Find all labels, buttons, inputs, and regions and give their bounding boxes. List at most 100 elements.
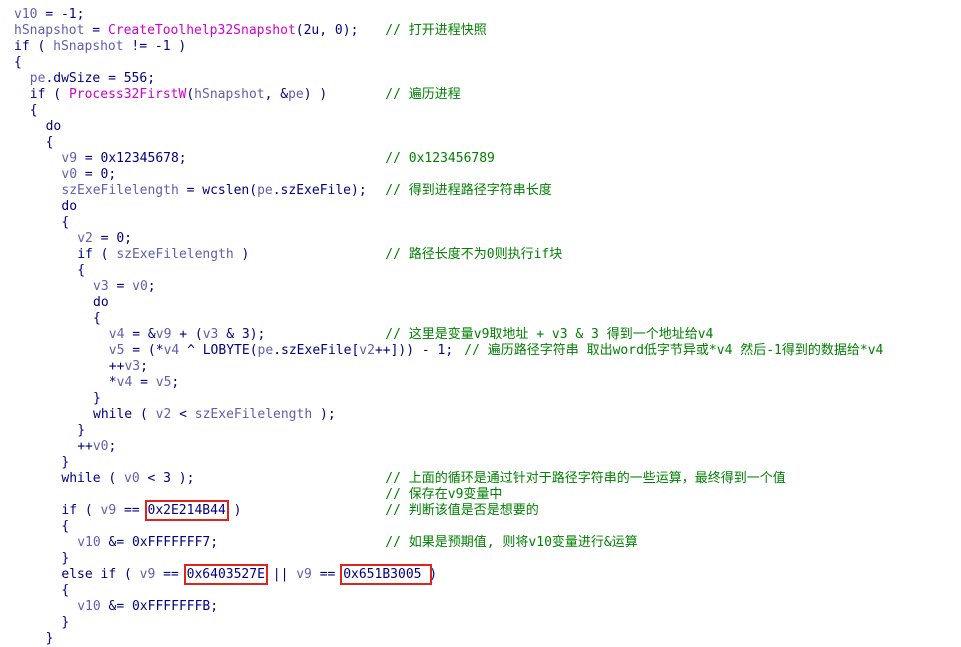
code-line[interactable]: else if ( v9 == 0x6403527E || v9 == 0x65… — [0, 564, 961, 585]
code-text: } — [93, 391, 101, 407]
code-token: ) ) — [303, 87, 328, 102]
variable-name: v9 — [296, 567, 312, 582]
code-line[interactable]: } — [0, 423, 961, 439]
code-token: < — [171, 407, 195, 422]
code-comment: // 上面的循环是通过针对于路径字符串的一些运算，最终得到一个值 — [385, 471, 786, 486]
code-token: = 0; — [77, 167, 117, 182]
code-token: { — [77, 263, 86, 278]
code-token: (2u, 0); — [295, 23, 359, 38]
code-token: &= 0xFFFFFFFB; — [100, 599, 219, 614]
code-line[interactable]: szExeFilelength = wcslen(pe.szExeFile);/… — [0, 183, 961, 199]
code-text: v10 &= 0xFFFFFFF7; — [77, 535, 218, 551]
code-token: = 0x12345678; — [77, 151, 187, 166]
code-line[interactable]: { — [0, 103, 961, 119]
code-line[interactable]: while ( v2 < szExeFilelength ); — [0, 407, 961, 423]
code-text: v10 &= 0xFFFFFFFB; — [77, 599, 218, 615]
variable-name: szExeFilelength — [116, 247, 234, 262]
code-line[interactable]: { — [0, 263, 961, 279]
code-line[interactable]: v10 &= 0xFFFFFFFB; — [0, 599, 961, 615]
code-text: do — [93, 295, 109, 311]
code-line[interactable]: // 保存在v9变量中 — [0, 487, 961, 503]
code-line[interactable]: { — [0, 55, 961, 71]
code-line[interactable]: v4 = &v9 + (v3 & 3);// 这里是变量v9取地址 + v3 &… — [0, 327, 961, 343]
code-line[interactable]: if ( hSnapshot != -1 ) — [0, 39, 961, 55]
code-line[interactable]: } — [0, 455, 961, 471]
code-token: ( — [186, 87, 195, 102]
code-line[interactable]: do — [0, 295, 961, 311]
code-line[interactable]: v0 = 0; — [0, 167, 961, 183]
code-token: { — [45, 135, 54, 150]
code-text: while ( v0 < 3 ); — [61, 471, 194, 487]
code-line[interactable]: ++v3; — [0, 359, 961, 375]
code-text: pe.dwSize = 556; — [30, 71, 155, 87]
code-text: { — [14, 55, 22, 71]
code-text: do — [46, 119, 62, 135]
code-token: ++ — [108, 359, 125, 374]
variable-name: szExeFilelength — [61, 183, 179, 198]
code-token: { — [14, 55, 22, 70]
highlighted-constant: 0x651B3005 — [340, 564, 433, 585]
code-token: } — [93, 391, 101, 406]
code-comment: // 判断该值是否是想要的 — [385, 503, 539, 518]
code-comment: // 0x123456789 — [385, 151, 495, 166]
variable-name: v5 — [108, 343, 125, 358]
code-token: & 3); — [218, 327, 266, 342]
code-text: } — [61, 615, 69, 631]
code-token: if ( — [61, 503, 101, 518]
code-line[interactable]: hSnapshot = CreateToolhelp32Snapshot(2u,… — [0, 23, 961, 39]
code-line[interactable]: { — [0, 311, 961, 327]
code-line[interactable]: v2 = 0; — [0, 231, 961, 247]
code-line[interactable]: if ( Process32FirstW(hSnapshot, &pe) )//… — [0, 87, 961, 103]
code-line[interactable]: v3 = v0; — [0, 279, 961, 295]
code-line[interactable]: } — [0, 615, 961, 631]
code-text: v0 = 0; — [61, 167, 116, 183]
code-token: ^ LOBYTE( — [179, 343, 258, 358]
code-token: == — [155, 567, 187, 582]
code-text: } — [61, 455, 69, 471]
code-line[interactable]: if ( v9 == 0x2E214B44 )// 判断该值是否是想要的 — [0, 500, 961, 521]
code-line[interactable]: v10 &= 0xFFFFFFF7;// 如果是预期值, 则将v10变量进行&运… — [0, 535, 961, 551]
variable-name: v10 — [77, 599, 101, 614]
variable-name: pe — [257, 343, 274, 358]
code-token: ) — [225, 503, 242, 518]
code-line[interactable]: *v4 = v5; — [0, 375, 961, 391]
code-comment: // 这里是变量v9取地址 + v3 & 3 得到一个地址给v4 — [385, 327, 714, 342]
code-line[interactable]: { — [0, 583, 961, 599]
code-token: ); — [312, 407, 336, 422]
code-line[interactable]: while ( v0 < 3 ); // 上面的循环是通过针对于路径字符串的一些运… — [0, 471, 961, 487]
code-line[interactable]: do — [0, 199, 961, 215]
code-line[interactable]: } — [0, 551, 961, 567]
variable-name: v2 — [359, 343, 375, 358]
code-line[interactable]: if ( szExeFilelength )// 路径长度不为0则执行if块 — [0, 247, 961, 263]
code-text: v9 = 0x12345678; — [61, 151, 186, 167]
code-text: v2 = 0; — [77, 231, 132, 247]
code-line[interactable]: pe.dwSize = 556; — [0, 71, 961, 87]
code-line[interactable]: v10 = -1; — [0, 7, 961, 23]
code-text: } — [61, 551, 69, 567]
code-line[interactable]: { — [0, 215, 961, 231]
code-token: = wcslen( — [178, 183, 258, 198]
code-text: while ( v2 < szExeFilelength ); — [93, 407, 336, 423]
code-text: hSnapshot = CreateToolhelp32Snapshot(2u,… — [14, 23, 358, 39]
code-line[interactable]: do — [0, 119, 961, 135]
highlighted-constant: 0x6403527E — [183, 564, 268, 585]
variable-name: pe — [257, 183, 273, 198]
code-token: { — [93, 311, 101, 326]
code-line[interactable]: ++v0; — [0, 439, 961, 455]
code-line[interactable]: } — [0, 631, 961, 647]
code-token: while ( — [93, 407, 156, 422]
code-comment: // 得到进程路径字符串长度 — [385, 183, 552, 198]
code-text: { — [61, 583, 69, 599]
code-line[interactable]: v9 = 0x12345678; // 0x123456789 — [0, 151, 961, 167]
code-token: ; — [108, 439, 117, 454]
code-token: ++ — [77, 439, 93, 454]
code-line[interactable]: { — [0, 519, 961, 535]
code-token: if ( — [77, 247, 117, 262]
code-line[interactable]: { — [0, 135, 961, 151]
code-line[interactable]: } — [0, 391, 961, 407]
variable-name: v9 — [100, 503, 117, 518]
code-token: { — [61, 583, 70, 598]
code-line[interactable]: v5 = (*v4 ^ LOBYTE(pe.szExeFile[v2++])) … — [0, 343, 961, 359]
code-text: v10 = -1; — [14, 7, 84, 23]
